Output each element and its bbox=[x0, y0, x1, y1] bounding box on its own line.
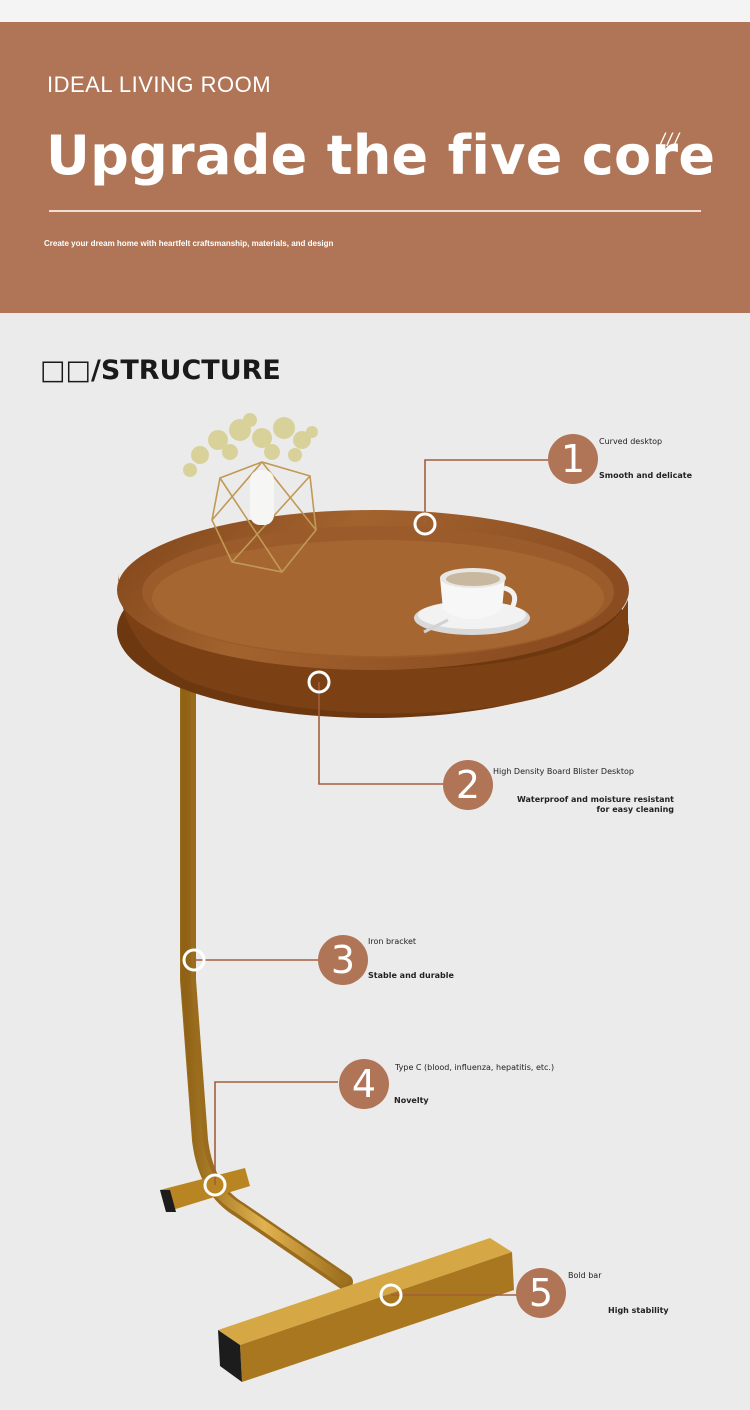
callout-leader-lines bbox=[194, 459, 548, 1296]
wooden-tabletop bbox=[117, 510, 629, 718]
callout-1-subtitle: Smooth and delicate bbox=[599, 471, 693, 480]
callout-4-subtitle: Novelty bbox=[394, 1096, 429, 1105]
callout-1-title: Curved desktop bbox=[599, 437, 663, 446]
dried-flowers bbox=[183, 413, 318, 477]
callout-5-badge: 5 bbox=[516, 1268, 566, 1318]
callout-2-subtitle-line1: Waterproof and moisture resistant bbox=[516, 795, 674, 804]
callout-4-badge: 4 bbox=[339, 1059, 389, 1109]
header-banner bbox=[0, 22, 750, 313]
section-title: □□/STRUCTURE bbox=[40, 355, 281, 386]
callout-2-subtitle-line2: for easy cleaning bbox=[596, 805, 674, 814]
bold-bar-base bbox=[218, 1238, 514, 1382]
callout-3-badge: 3 bbox=[318, 935, 368, 985]
top-strip bbox=[0, 0, 750, 22]
callout-markers bbox=[182, 512, 437, 1307]
callout-5-subtitle: High stability bbox=[608, 1306, 669, 1315]
vase bbox=[250, 470, 274, 525]
banner-tagline: Create your dream home with heartfelt cr… bbox=[44, 239, 334, 248]
banner-headline: Upgrade the five core bbox=[46, 124, 716, 187]
banner-divider bbox=[49, 210, 701, 212]
callout-3-subtitle: Stable and durable bbox=[368, 971, 454, 980]
callout-4-title: Type C (blood, influenza, hepatitis, etc… bbox=[395, 1063, 555, 1072]
callout-2-badge: 2 bbox=[443, 760, 493, 810]
decorative-slashes: /// bbox=[660, 130, 682, 150]
coffee-cup bbox=[414, 568, 530, 635]
callout-5-title: Bold bar bbox=[568, 1271, 602, 1280]
callout-1-badge: 1 bbox=[548, 434, 598, 484]
callout-2-title: High Density Board Blister Desktop bbox=[493, 767, 634, 776]
banner-eyebrow: IDEAL LIVING ROOM bbox=[47, 72, 272, 97]
callout-3-title: Iron bracket bbox=[368, 937, 417, 946]
